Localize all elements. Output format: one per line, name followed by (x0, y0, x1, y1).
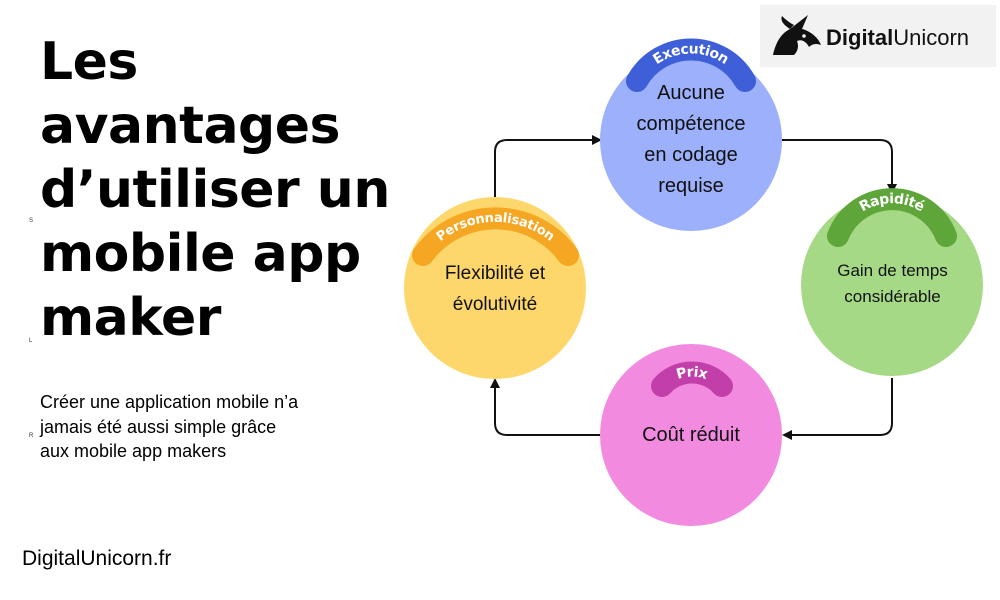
title-line: avantages (40, 96, 340, 156)
personnalisation-text-line: évolutivité (452, 294, 538, 315)
rapidite-text-line: Gain de temps (837, 261, 948, 280)
prix-text: Coût réduit (600, 421, 782, 449)
title-line: Les (40, 32, 138, 92)
logo-wordmark: DigitalUnicorn (826, 25, 969, 51)
title-line: maker (40, 288, 221, 348)
page-title: Les avantages d’utiliser un mobile app m… (40, 30, 400, 350)
side-letter-r: R (29, 433, 34, 439)
subtitle: Créer une application mobile n’a jamais … (40, 390, 360, 464)
logo-bold-text: Digital (826, 25, 894, 50)
unicorn-head-icon (773, 15, 821, 55)
execution-text-line: requise (658, 175, 724, 197)
personnalisation-text: Flexibilité et évolutivité (405, 258, 585, 320)
connector-rapidite-to-prix (782, 378, 893, 440)
title-line: mobile app (40, 224, 361, 284)
execution-text: Aucune compétence en codage requise (600, 78, 782, 202)
rapidite-text-line: considérable (844, 287, 941, 306)
subtitle-line: aux mobile app makers (40, 441, 227, 461)
subtitle-line: jamais été aussi simple grâce (40, 416, 277, 437)
prix-text-line: Coût réduit (642, 424, 740, 446)
footer-link[interactable]: DigitalUnicorn.fr (22, 547, 172, 570)
connector-exec-to-rapidite (782, 139, 897, 194)
rapidite-text: Gain de temps considérable (800, 258, 985, 310)
execution-text-line: compétence (636, 113, 746, 135)
prix-badge-label: Prix (675, 364, 710, 383)
logo-thin-text: Unicorn (893, 25, 970, 50)
side-letter-s: S (29, 218, 34, 224)
personnalisation-badge (412, 207, 579, 266)
execution-badge (626, 38, 756, 92)
connector-perso-to-exec (494, 135, 602, 197)
brand-logo: DigitalUnicorn (760, 5, 996, 67)
prix-circle (600, 344, 782, 526)
execution-circle (600, 49, 782, 231)
prix-badge (651, 361, 733, 397)
execution-text-line: Aucune (657, 82, 725, 104)
side-letter-l: L (29, 338, 33, 344)
rapidite-badge (827, 188, 957, 247)
title-line: d’utiliser un (40, 160, 390, 220)
execution-text-line: en codage (644, 144, 738, 166)
personnalisation-text-line: Flexibilité et (444, 263, 546, 284)
connector-prix-to-perso (490, 378, 602, 436)
subtitle-line: Créer une application mobile n’a (40, 392, 299, 412)
